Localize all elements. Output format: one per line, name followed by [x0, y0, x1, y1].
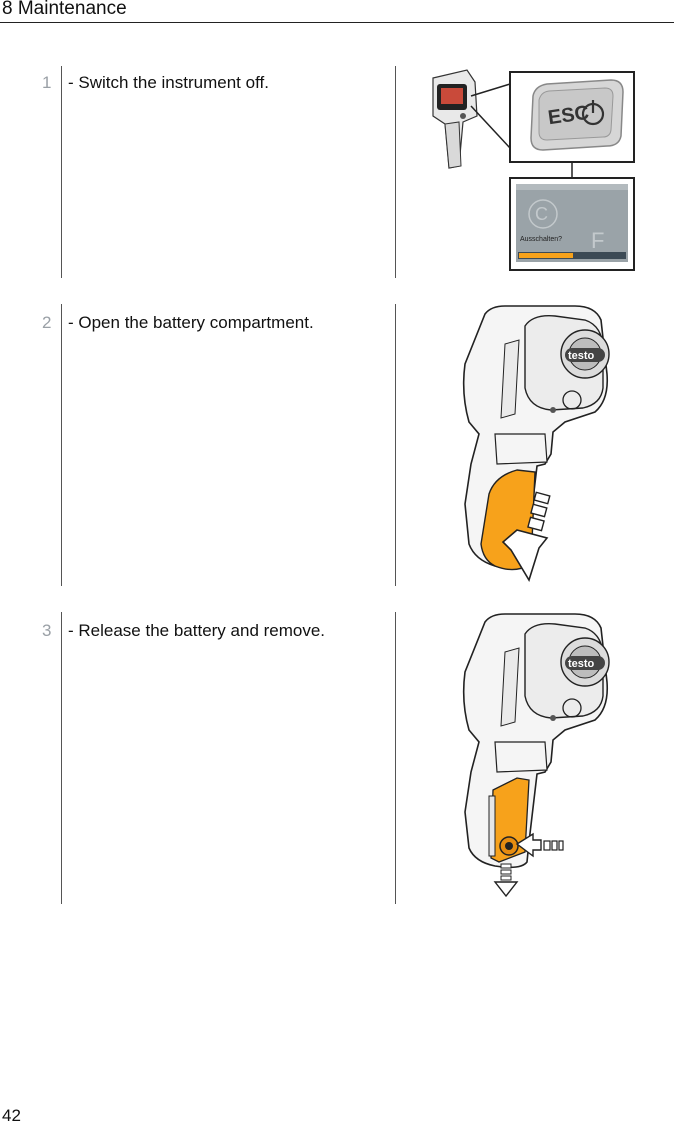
step-divider-right	[395, 612, 396, 904]
step-2: 2 - Open the battery compartment. testo	[0, 304, 674, 590]
shutdown-progress-fill	[519, 253, 573, 258]
step-1: 1 - Switch the instrument off. ESC	[0, 66, 674, 280]
open-battery-illustration: testo	[462, 305, 610, 582]
esc-power-key-icon: ESC	[530, 79, 624, 151]
step-divider-left	[61, 66, 62, 278]
screen-letter-c: C	[535, 204, 548, 224]
pull-down-arrow-icon	[493, 863, 519, 898]
shutdown-screen: C F Ausschalten?	[516, 184, 628, 262]
brand-logo: testo	[568, 658, 595, 670]
page-number: 42	[2, 1106, 21, 1125]
step-number: 1	[42, 73, 52, 92]
push-latch-arrow-icon	[515, 832, 564, 858]
section-title: 8 Maintenance	[2, 0, 127, 19]
thermal-camera-icon: testo	[462, 613, 610, 869]
switch-off-illustration: ESC C F Ausschalten?	[432, 69, 635, 271]
step-instruction: - Release the battery and remove.	[68, 621, 326, 640]
release-battery-illustration: testo	[462, 613, 610, 898]
step-divider-right	[395, 304, 396, 586]
brand-logo: testo	[568, 350, 595, 362]
battery-orange	[488, 777, 530, 863]
step-number: 3	[42, 621, 52, 640]
step-instruction: - Open the battery compartment.	[68, 313, 314, 332]
step-3: 3 - Release the battery and remove. test…	[0, 612, 674, 908]
step-divider-left	[61, 304, 62, 586]
step-instruction: - Switch the instrument off.	[68, 73, 269, 92]
step-divider-right	[395, 66, 396, 278]
shutdown-prompt: Ausschalten?	[520, 236, 562, 243]
screen-letter-f: F	[591, 228, 604, 253]
header-divider	[0, 22, 674, 23]
step-divider-left	[61, 612, 62, 904]
step-number: 2	[42, 313, 52, 332]
slide-down-arrow-icon	[501, 491, 551, 582]
thermal-camera-small-icon	[432, 69, 478, 169]
